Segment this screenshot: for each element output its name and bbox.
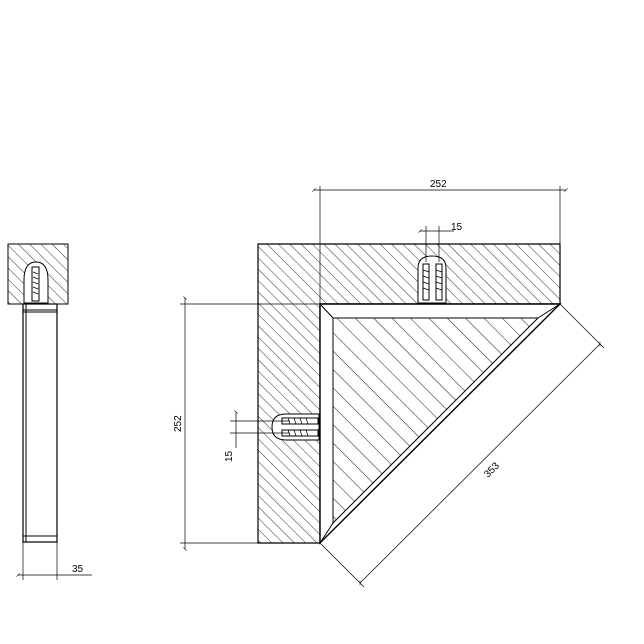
triangular-corner-shelf xyxy=(319,303,562,545)
dimension-label-353: 353 xyxy=(482,460,502,480)
top-anchor-screw-left xyxy=(422,263,430,301)
dimension-label-top-252: 252 xyxy=(430,179,447,190)
top-anchor-screw-right xyxy=(435,263,443,301)
dimension-label-35: 35 xyxy=(72,564,84,575)
dimension-side-fixing-spacing: 15 xyxy=(224,410,290,462)
dimension-top-width: 252 xyxy=(312,179,568,304)
side-shelf-profile xyxy=(22,303,58,543)
dimension-side-height: 252 xyxy=(173,296,320,551)
shelf-inner-panel xyxy=(332,317,540,525)
dimension-label-side-15: 15 xyxy=(224,450,235,462)
dimension-profile-depth: 35 xyxy=(16,542,92,580)
dimension-label-top-15: 15 xyxy=(451,222,463,233)
plan-view: 252 15 252 15 353 xyxy=(173,179,605,588)
side-anchor-screw xyxy=(31,266,40,302)
side-profile-view: 35 xyxy=(7,243,92,580)
dimension-label-side-252: 252 xyxy=(173,415,184,432)
dimension-top-fixing-spacing: 15 xyxy=(418,222,463,262)
